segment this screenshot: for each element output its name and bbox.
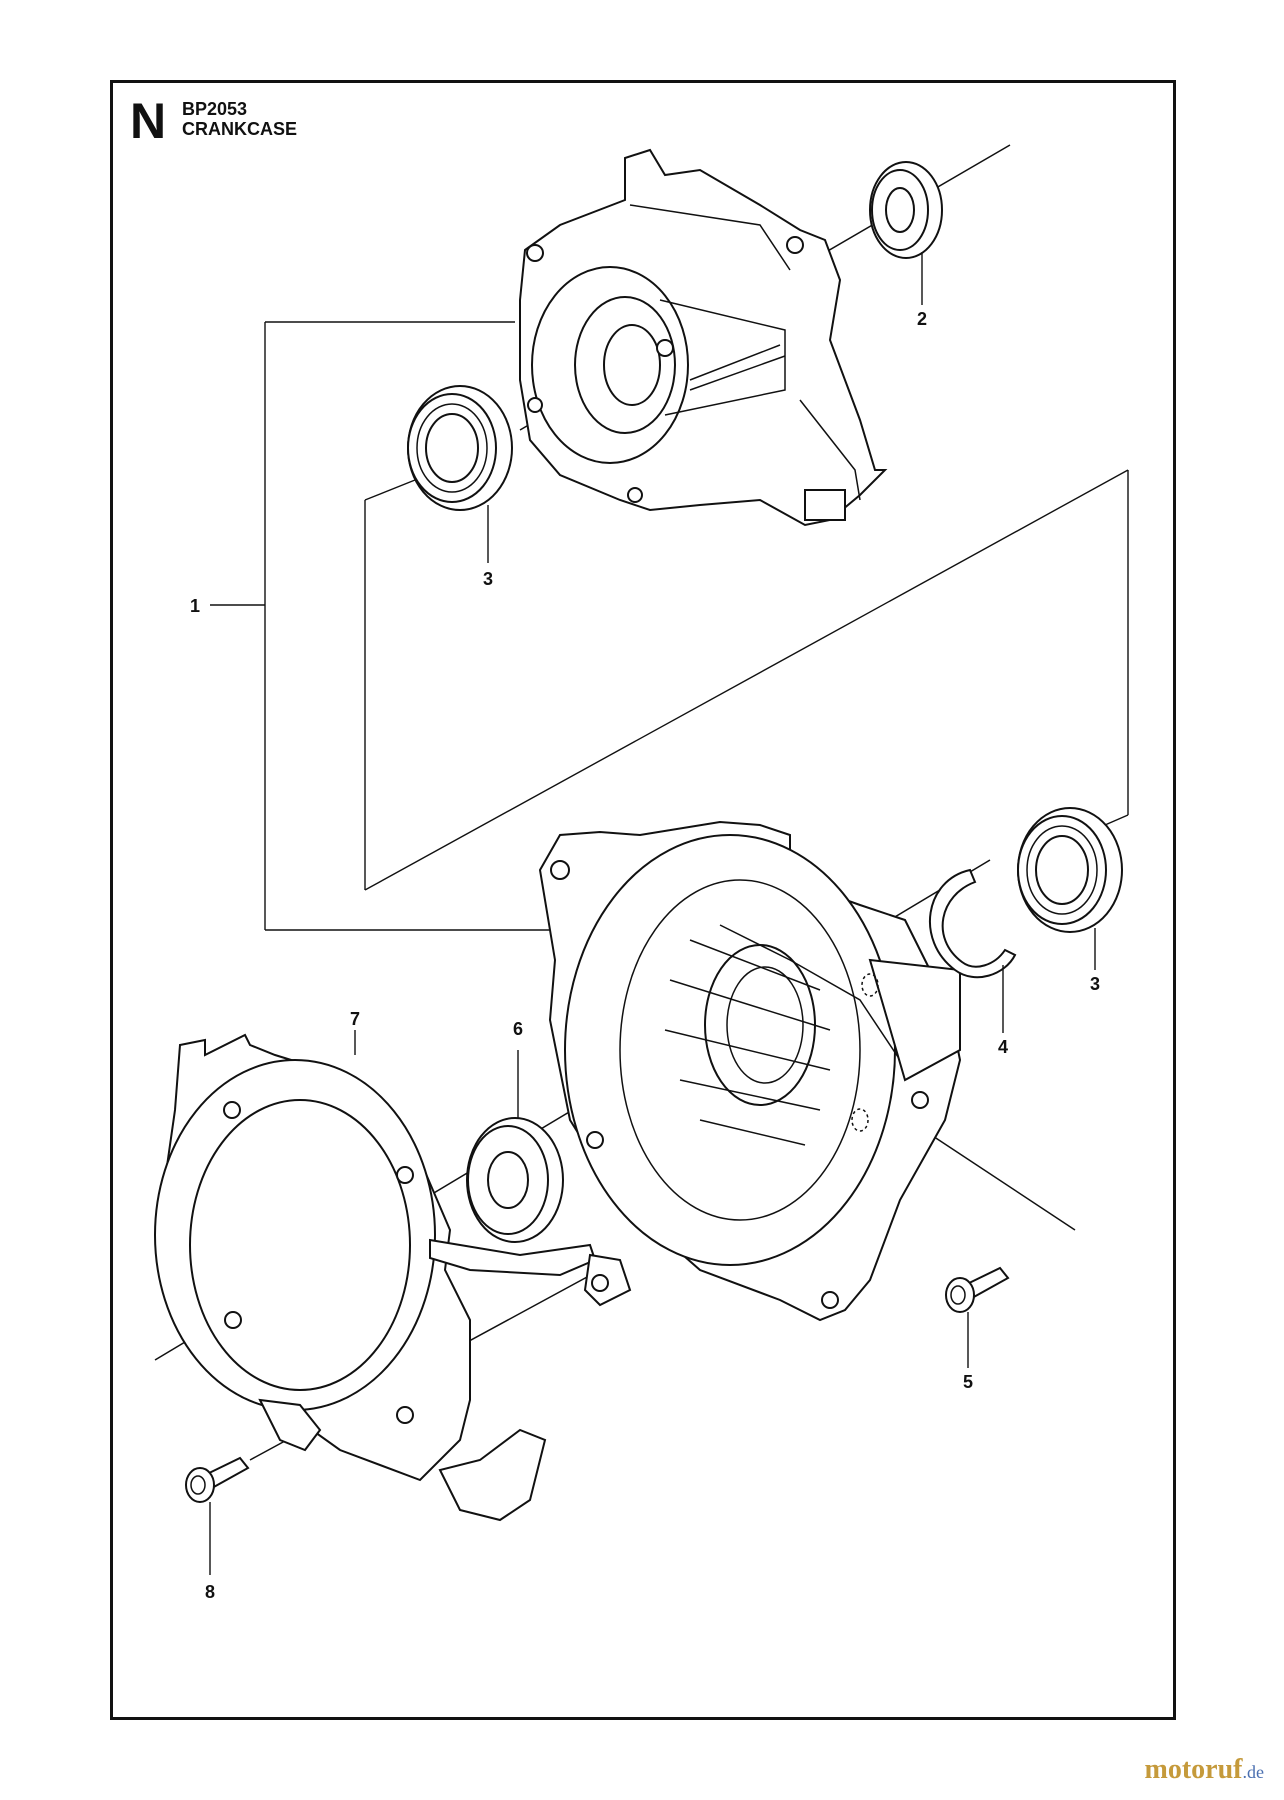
callout-3-lower: 3 — [1090, 974, 1100, 994]
callout-2: 2 — [917, 309, 927, 329]
watermark-suffix: .de — [1242, 1762, 1265, 1782]
callout-5: 5 — [963, 1372, 973, 1392]
callout-1: 1 — [190, 596, 200, 616]
callout-leaders — [209, 252, 1096, 1575]
bearing-2 — [869, 161, 943, 259]
callout-8: 8 — [205, 1582, 215, 1602]
callout-6: 6 — [513, 1019, 523, 1039]
crankcase-lower-half — [538, 820, 962, 1322]
callout-labels: 1 2 3 3 4 5 6 7 8 — [190, 309, 1100, 1602]
watermark-brand: motoruf — [1144, 1754, 1243, 1785]
bracket-lines — [210, 321, 1129, 931]
crankcase-upper-half — [519, 148, 888, 527]
circlip-4 — [929, 868, 1017, 979]
callout-3-upper: 3 — [483, 569, 493, 589]
callout-7: 7 — [350, 1009, 360, 1029]
roller-bearing-3-upper — [407, 385, 513, 511]
bearing-6 — [466, 1117, 564, 1243]
diagram-frame — [110, 80, 1176, 1720]
callout-4: 4 — [998, 1037, 1008, 1057]
section-title: CRANKCASE — [182, 119, 298, 139]
screw-8 — [185, 1456, 250, 1503]
model-code: BP2053 — [182, 99, 248, 119]
section-letter: N — [130, 93, 167, 149]
roller-bearing-3-lower — [1017, 807, 1123, 933]
watermark-logo: motoruf.de — [1145, 1754, 1264, 1786]
screw-5 — [945, 1266, 1010, 1313]
starter-housing-7 — [154, 1033, 632, 1522]
